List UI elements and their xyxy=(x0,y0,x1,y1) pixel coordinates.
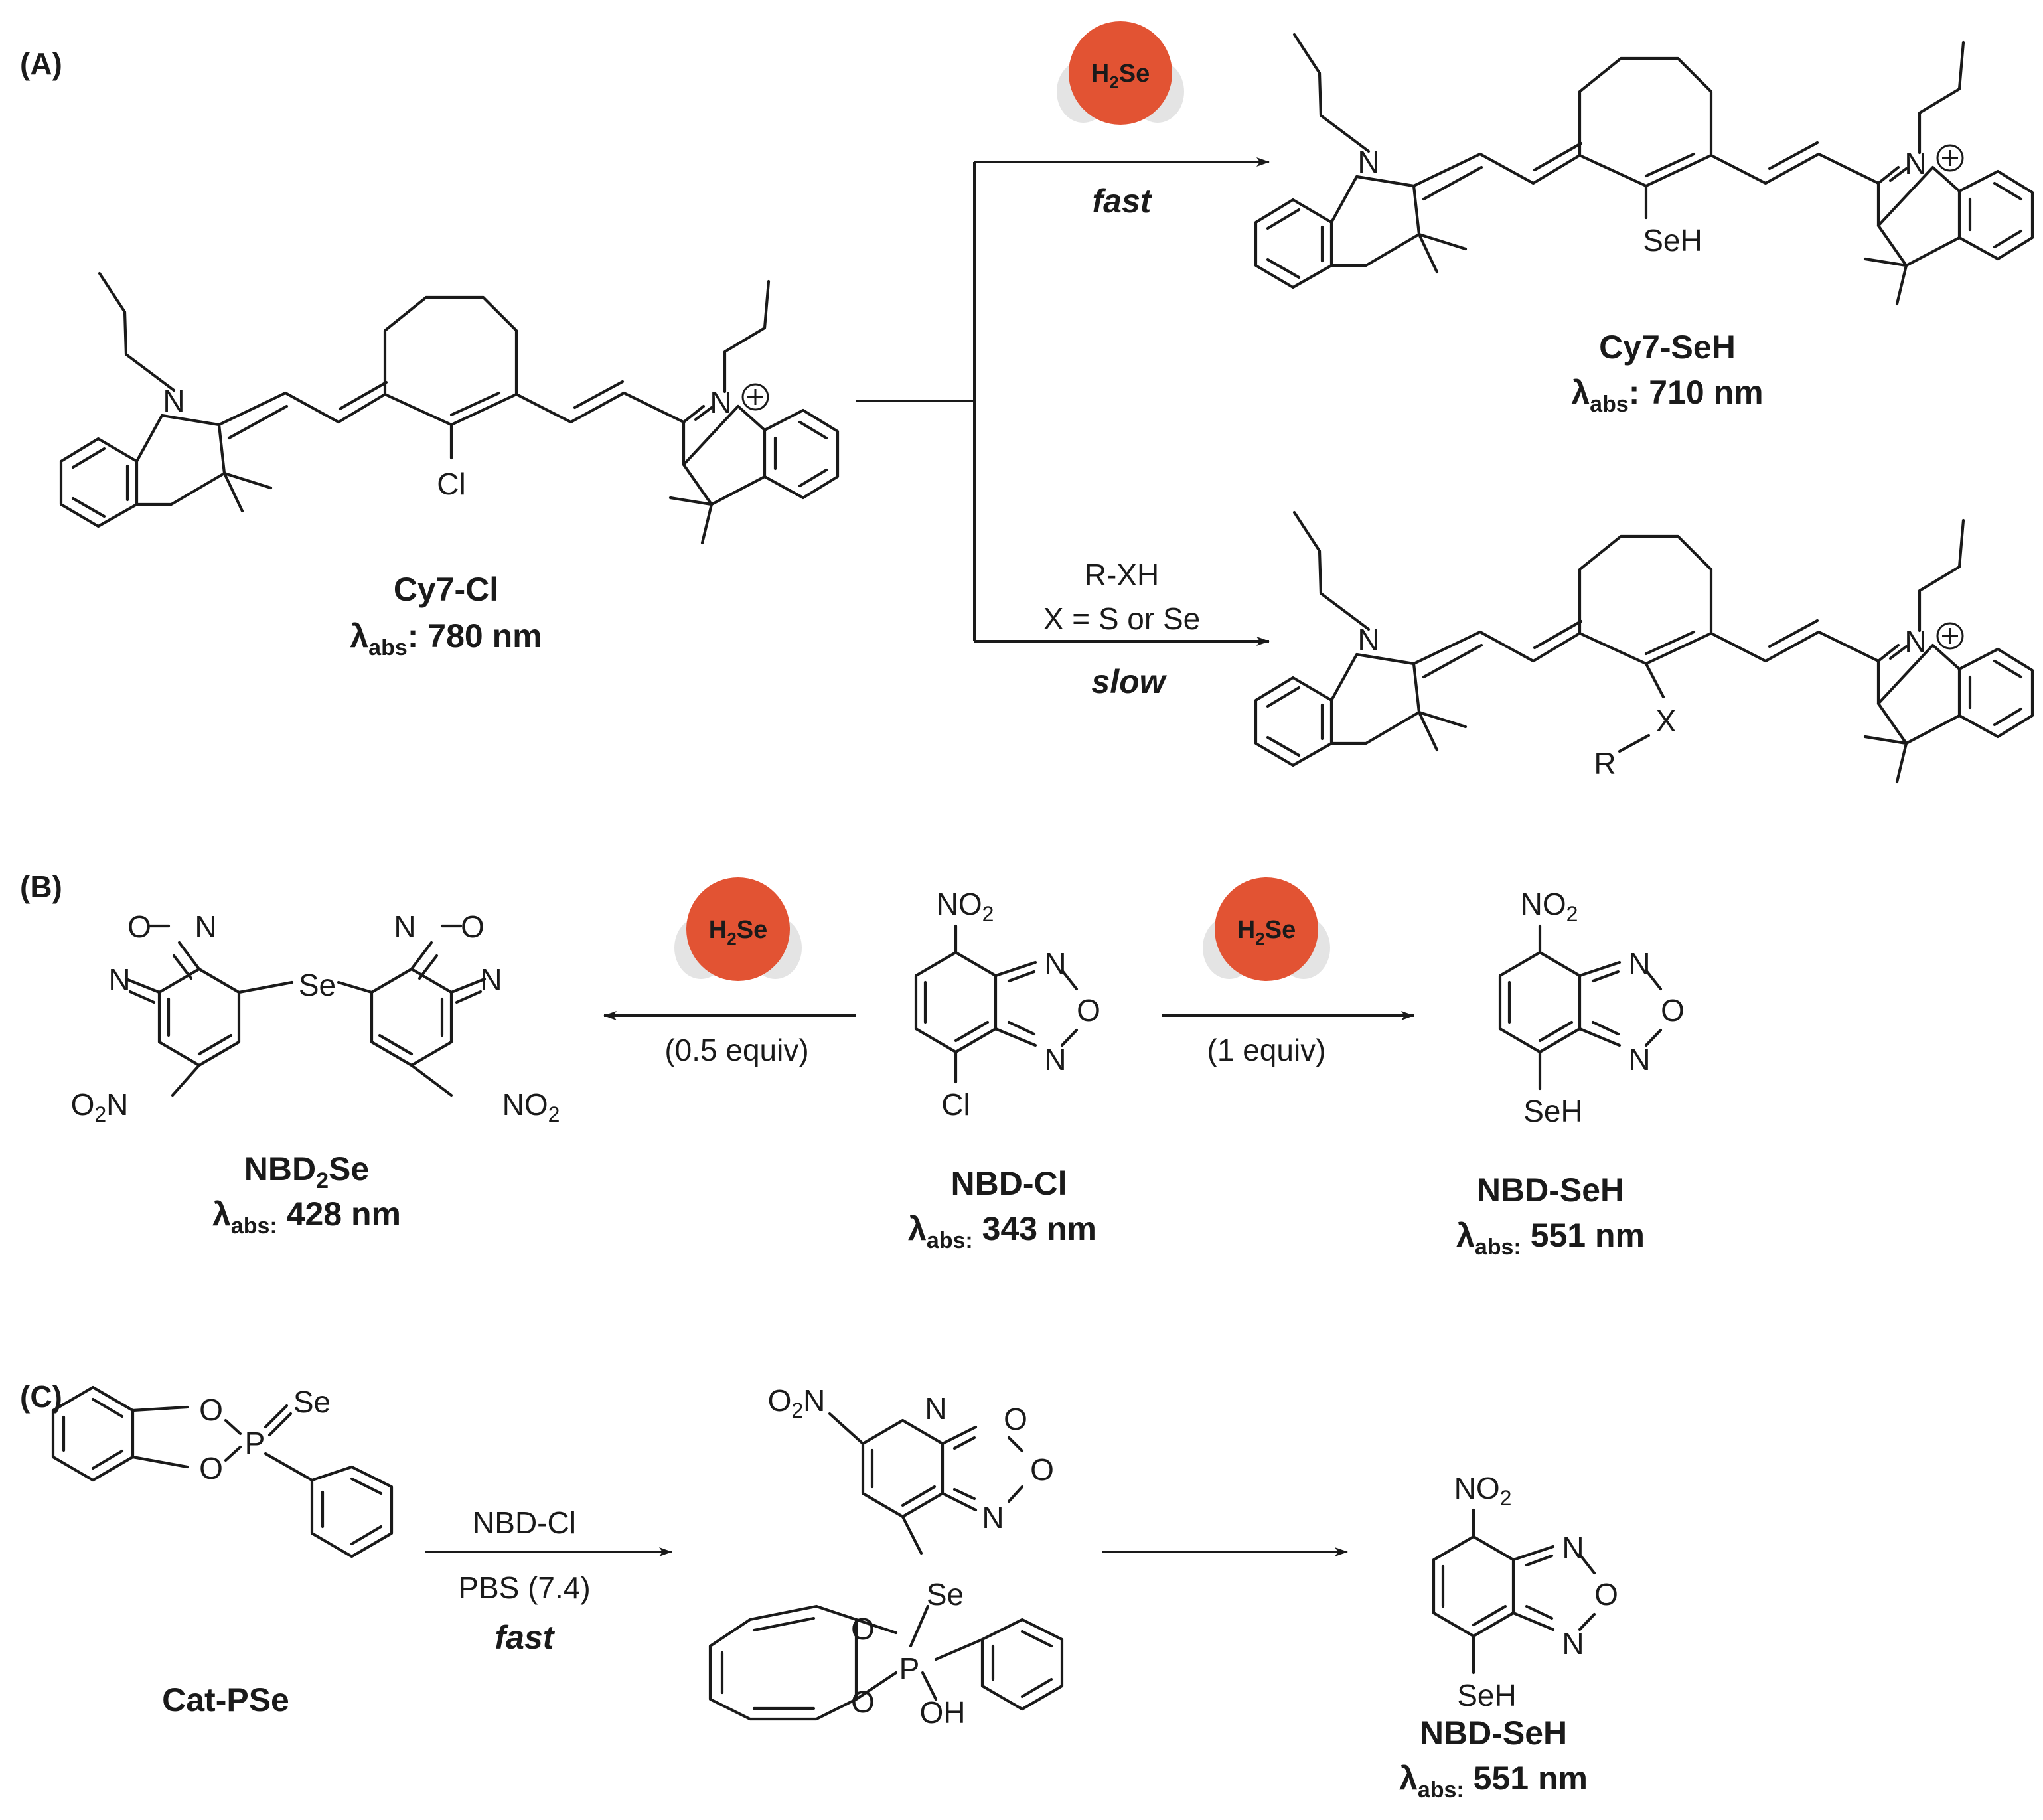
lambda-cy7-seh: λabs: 710 nm xyxy=(1571,374,1763,417)
svg-text:N: N xyxy=(1628,1042,1650,1077)
svg-text:SeH: SeH xyxy=(1457,1678,1516,1712)
cat-pse-structure: O O P Se xyxy=(51,1385,394,1558)
h2se-reagent-b-left: H2Se xyxy=(674,877,802,981)
cy7-cl-structure: N N Cl xyxy=(61,273,838,543)
svg-text:OH: OH xyxy=(920,1695,966,1730)
condition-fast-c: fast xyxy=(495,1619,556,1656)
condition-one-equiv: (1 equiv) xyxy=(1207,1033,1326,1067)
svg-text:N: N xyxy=(1904,146,1926,181)
svg-text:O: O xyxy=(851,1612,875,1646)
svg-text:O: O xyxy=(1594,1577,1618,1612)
condition-x-s-or-se: X = S or Se xyxy=(1043,601,1201,636)
svg-text:H2Se: H2Se xyxy=(1237,916,1296,948)
svg-text:N: N xyxy=(1044,947,1066,981)
cy7-xr-structure: N N X R xyxy=(1256,512,2032,782)
svg-text:N: N xyxy=(1357,145,1379,179)
svg-text:N: N xyxy=(194,909,216,944)
svg-text:SeH: SeH xyxy=(1523,1094,1582,1128)
svg-text:N: N xyxy=(1562,1626,1584,1661)
svg-text:O: O xyxy=(1077,993,1100,1027)
compound-name-cat-pse: Cat-PSe xyxy=(162,1681,289,1718)
panel-label-a: (A) xyxy=(20,46,62,81)
svg-text:Cl: Cl xyxy=(941,1087,970,1122)
condition-half-equiv: (0.5 equiv) xyxy=(664,1033,808,1067)
compound-name-nbd-cl: NBD-Cl xyxy=(951,1165,1067,1202)
lambda-nbd-seh-b: λabs: 551 nm xyxy=(1456,1217,1645,1260)
nbd-seh-structure-c: N O N NO2 SeH xyxy=(1432,1471,1618,1712)
svg-text:Se: Se xyxy=(927,1577,964,1612)
condition-nbd-cl: NBD-Cl xyxy=(473,1505,576,1540)
condition-fast-a: fast xyxy=(1093,183,1153,220)
condition-rxh: R-XH xyxy=(1085,558,1159,592)
svg-text:H2Se: H2Se xyxy=(1091,60,1150,92)
svg-text:O2N: O2N xyxy=(768,1383,826,1422)
svg-text:N: N xyxy=(1357,623,1379,657)
nbd-seh-structure-b: N O N NO2 SeH xyxy=(1498,887,1685,1128)
svg-text:Se: Se xyxy=(293,1385,331,1419)
svg-text:NO2: NO2 xyxy=(502,1087,560,1126)
svg-text:O: O xyxy=(1030,1452,1054,1487)
svg-text:NO2: NO2 xyxy=(1454,1471,1512,1510)
svg-text:N: N xyxy=(925,1391,946,1426)
h2se-reagent-a: H2Se xyxy=(1057,21,1184,125)
svg-text:P: P xyxy=(245,1426,265,1460)
lambda-nbd2se: λabs: 428 nm xyxy=(212,1195,401,1239)
svg-text:O: O xyxy=(851,1685,875,1719)
svg-text:N: N xyxy=(982,1500,1004,1535)
svg-text:O: O xyxy=(461,909,485,944)
svg-text:N: N xyxy=(1904,624,1926,658)
svg-text:NO2: NO2 xyxy=(937,887,994,926)
svg-text:N: N xyxy=(1044,1042,1066,1077)
charge-plus-icon xyxy=(741,383,769,411)
svg-text:O: O xyxy=(1004,1402,1027,1436)
lambda-nbd-cl: λabs: 343 nm xyxy=(908,1210,1097,1253)
atom-x: X xyxy=(1656,704,1677,738)
svg-text:P: P xyxy=(899,1651,920,1686)
svg-text:O: O xyxy=(127,909,151,944)
atom-se-bridge: Se xyxy=(299,968,336,1002)
svg-text:N: N xyxy=(108,962,130,997)
panel-label-b: (B) xyxy=(20,870,62,904)
atom-seh-a: SeH xyxy=(1643,223,1702,258)
svg-text:O: O xyxy=(199,1393,223,1427)
compound-name-nbd2se: NBD2Se xyxy=(244,1150,369,1193)
condition-pbs: PBS (7.4) xyxy=(458,1570,590,1605)
svg-text:N: N xyxy=(394,909,416,944)
nbd2se-structure: O N N N O N Se O2N NO2 xyxy=(71,909,560,1126)
atom-n-left: N xyxy=(163,384,185,418)
compound-name-cy7-seh: Cy7-SeH xyxy=(1599,329,1736,366)
compound-name-cy7-cl: Cy7-Cl xyxy=(394,571,498,608)
svg-text:H2Se: H2Se xyxy=(709,916,767,948)
compound-name-nbd-seh-c: NBD-SeH xyxy=(1420,1714,1567,1752)
svg-text:N: N xyxy=(480,962,502,997)
svg-text:O: O xyxy=(199,1451,223,1485)
h2se-reagent-b-right: H2Se xyxy=(1203,877,1330,981)
condition-slow: slow xyxy=(1091,663,1167,700)
atom-cl: Cl xyxy=(437,467,465,501)
intermediate-structure: O2N N O O N Se O O P OH xyxy=(708,1383,1064,1730)
svg-text:O2N: O2N xyxy=(71,1087,129,1126)
atom-r: R xyxy=(1594,746,1616,781)
svg-text:NO2: NO2 xyxy=(1521,887,1578,926)
lambda-nbd-seh-c: λabs: 551 nm xyxy=(1399,1760,1588,1803)
atom-n-plus: N xyxy=(710,385,731,419)
svg-text:O: O xyxy=(1661,993,1685,1027)
nbd-cl-structure: N O N NO2 Cl xyxy=(914,887,1100,1122)
compound-name-nbd-seh-b: NBD-SeH xyxy=(1477,1172,1624,1209)
lambda-cy7-cl: λabs: 780 nm xyxy=(350,617,542,660)
svg-text:N: N xyxy=(1562,1531,1584,1565)
cy7-seh-structure: N N SeH xyxy=(1256,35,2032,304)
svg-text:N: N xyxy=(1628,947,1650,981)
branch-arrow xyxy=(856,157,1270,646)
